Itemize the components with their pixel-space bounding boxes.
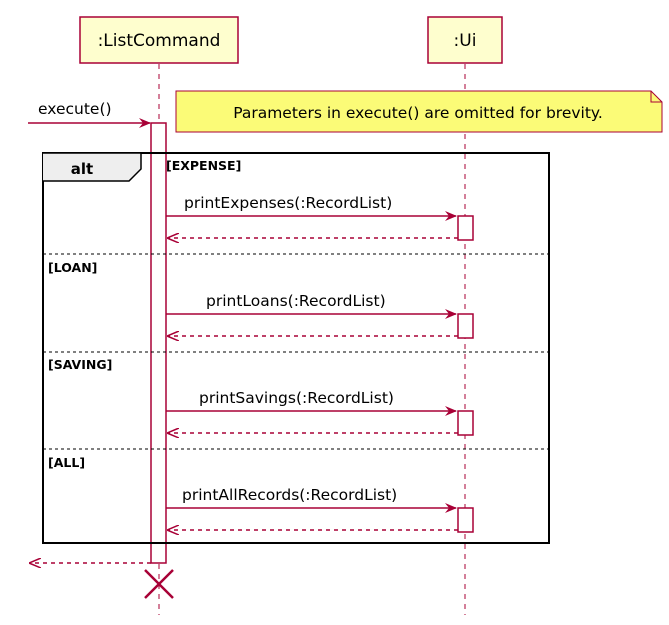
message-label: printLoans(:RecordList) xyxy=(206,292,386,310)
message-label: printExpenses(:RecordList) xyxy=(184,194,392,212)
alt-fragment: alt xyxy=(42,152,550,544)
participant-listcommand: :ListCommand xyxy=(79,16,239,64)
note: Parameters in execute() are omitted for … xyxy=(175,90,663,133)
activation-ui xyxy=(457,410,474,436)
activation-ui xyxy=(457,215,474,241)
message-label: printSavings(:RecordList) xyxy=(199,389,394,407)
guard-all: [ALL] xyxy=(48,455,85,470)
activation-listcommand xyxy=(150,122,167,564)
participant-ui: :Ui xyxy=(427,16,503,64)
participant-listcommand-label: :ListCommand xyxy=(98,31,221,51)
activation-ui xyxy=(457,507,474,533)
guard-expense: [EXPENSE] xyxy=(166,158,241,173)
guard-loan: [LOAN] xyxy=(48,260,97,275)
guard-saving: [SAVING] xyxy=(48,357,112,372)
note-text: Parameters in execute() are omitted for … xyxy=(233,104,603,122)
participant-ui-label: :Ui xyxy=(454,31,477,51)
execute-label: execute() xyxy=(38,100,112,118)
message-label: printAllRecords(:RecordList) xyxy=(182,486,397,504)
alt-operator-label: alt xyxy=(71,160,93,178)
destroy-icon xyxy=(144,569,174,599)
activation-ui xyxy=(457,313,474,339)
